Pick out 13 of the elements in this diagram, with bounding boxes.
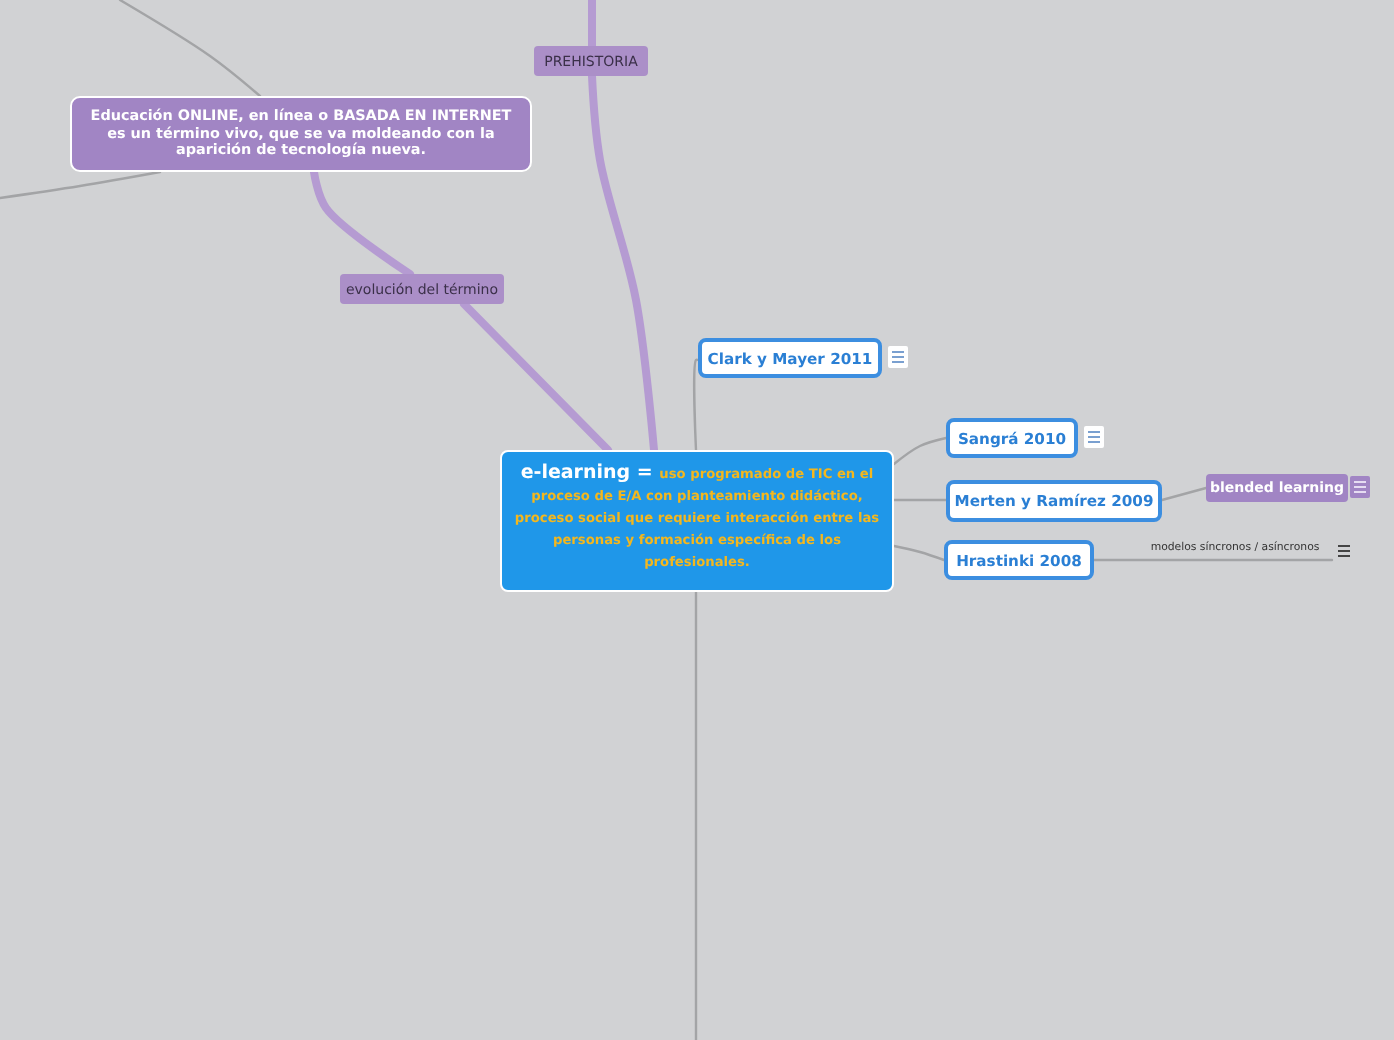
connector-line: [460, 300, 612, 454]
connector-line: [588, 72, 658, 454]
connector-line: [0, 170, 162, 200]
connector-line: [892, 498, 948, 502]
connector-line: [693, 358, 700, 452]
connector-line: [892, 436, 948, 466]
connector-line: [118, 0, 262, 98]
connector-line: [892, 544, 946, 562]
connector-line: [588, 0, 596, 50]
connector-line: [694, 590, 698, 1040]
connector-line: [310, 168, 414, 278]
connector-line: [1092, 558, 1334, 562]
connector-line: [1160, 486, 1208, 502]
